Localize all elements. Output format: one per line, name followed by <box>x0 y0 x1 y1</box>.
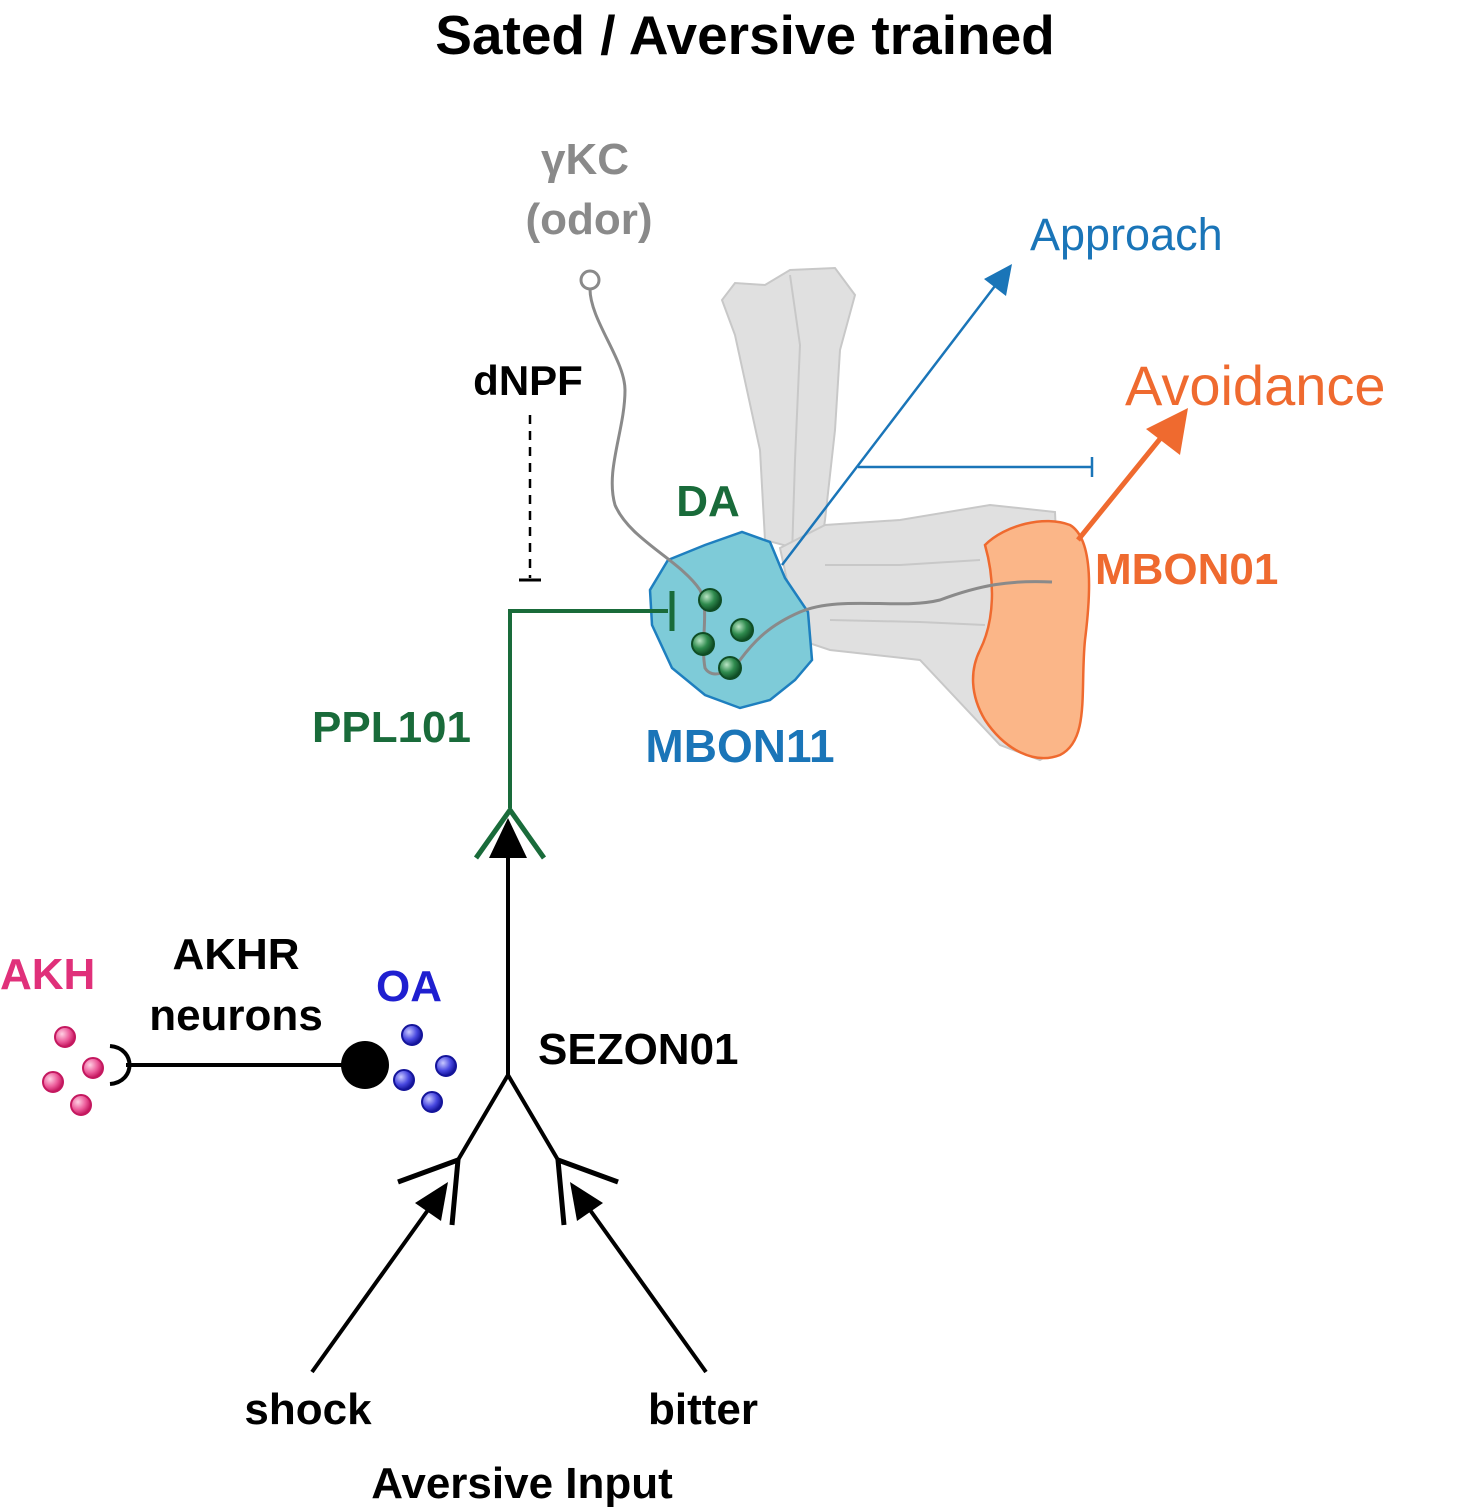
mbon11-label: MBON11 <box>645 720 835 772</box>
dnpf-label: dNPF <box>473 357 583 404</box>
dnpf-inhibition <box>519 415 541 582</box>
akhr-neurons-label-line2: neurons <box>149 991 323 1040</box>
sezon01-receptor-right <box>555 1156 619 1226</box>
sezon01-arrowhead <box>489 818 527 858</box>
oa-label: OA <box>376 962 442 1011</box>
oa-vesicle <box>435 1055 457 1077</box>
approach-label: Approach <box>1030 209 1223 260</box>
vertical-lobe-inner-edge <box>789 274 802 556</box>
avoidance-pathway <box>1076 408 1188 542</box>
bitter-arrow-line <box>588 1208 708 1374</box>
sezon01-branch-right <box>506 1073 560 1162</box>
gamma-kc-neuron <box>579 269 1053 676</box>
akhr-receptor-cup <box>109 1044 132 1086</box>
diagram-title: Sated / Aversive trained <box>435 4 1055 66</box>
approach-line <box>781 281 999 566</box>
ppl101-axon <box>508 609 668 808</box>
kc-axon <box>588 288 1053 676</box>
gamma-kc-label: γKC <box>540 135 630 184</box>
akh-vesicles <box>42 1026 104 1116</box>
akhr-terminal <box>341 1041 389 1089</box>
horizontal-lobe-edge-bottom <box>829 619 986 626</box>
da-label: DA <box>676 477 740 526</box>
avoidance-arrowhead <box>1146 408 1188 455</box>
approach-pathway <box>781 264 1094 566</box>
bitter-label: bitter <box>648 1385 758 1434</box>
akhr-neurons-label-line1: AKHR <box>172 930 300 979</box>
sezon01-neuron <box>397 818 619 1226</box>
avoidance-line <box>1076 432 1166 542</box>
ppl101-dendrite-receptor <box>473 805 547 860</box>
bitter-arrowhead <box>570 1182 603 1221</box>
vertical-lobe <box>720 266 857 557</box>
ppl101-label: PPL101 <box>312 703 471 752</box>
mbon01-label: MBON01 <box>1095 545 1279 594</box>
avoidance-label: Avoidance <box>1125 354 1386 417</box>
sezon01-label: SEZON01 <box>538 1025 739 1074</box>
mbon11-compartment <box>648 530 814 710</box>
da-vesicle <box>718 656 742 680</box>
da-vesicle <box>691 632 715 656</box>
akh-vesicle <box>42 1071 64 1093</box>
gamma-kc-odor-label: (odor) <box>525 195 653 244</box>
sezon01-branch-left <box>456 1073 510 1162</box>
akh-label: AKH <box>0 950 96 999</box>
shock-arrow-line <box>310 1208 430 1374</box>
da-vesicle <box>698 588 722 612</box>
shock-label: shock <box>244 1385 372 1434</box>
kc-soma <box>579 269 601 291</box>
oa-vesicles <box>393 1024 457 1113</box>
akh-vesicle <box>54 1026 76 1048</box>
oa-vesicle <box>401 1024 423 1046</box>
oa-vesicle <box>393 1069 415 1091</box>
ppl101-neuron <box>473 591 675 860</box>
akhr-neuron <box>109 1041 389 1089</box>
sezon01-receptor-left <box>397 1156 461 1226</box>
oa-vesicle <box>421 1091 443 1113</box>
horizontal-lobe-edge-top <box>825 559 981 566</box>
da-vesicles <box>691 588 754 680</box>
akh-vesicle <box>70 1094 92 1116</box>
aversive-input-arrows <box>310 1182 708 1374</box>
approach-arrowhead <box>984 264 1012 296</box>
mbon01-compartment <box>971 519 1091 760</box>
akh-vesicle <box>82 1057 104 1079</box>
shock-arrowhead <box>415 1182 448 1221</box>
aversive-input-label: Aversive Input <box>371 1459 673 1508</box>
da-vesicle <box>730 618 754 642</box>
